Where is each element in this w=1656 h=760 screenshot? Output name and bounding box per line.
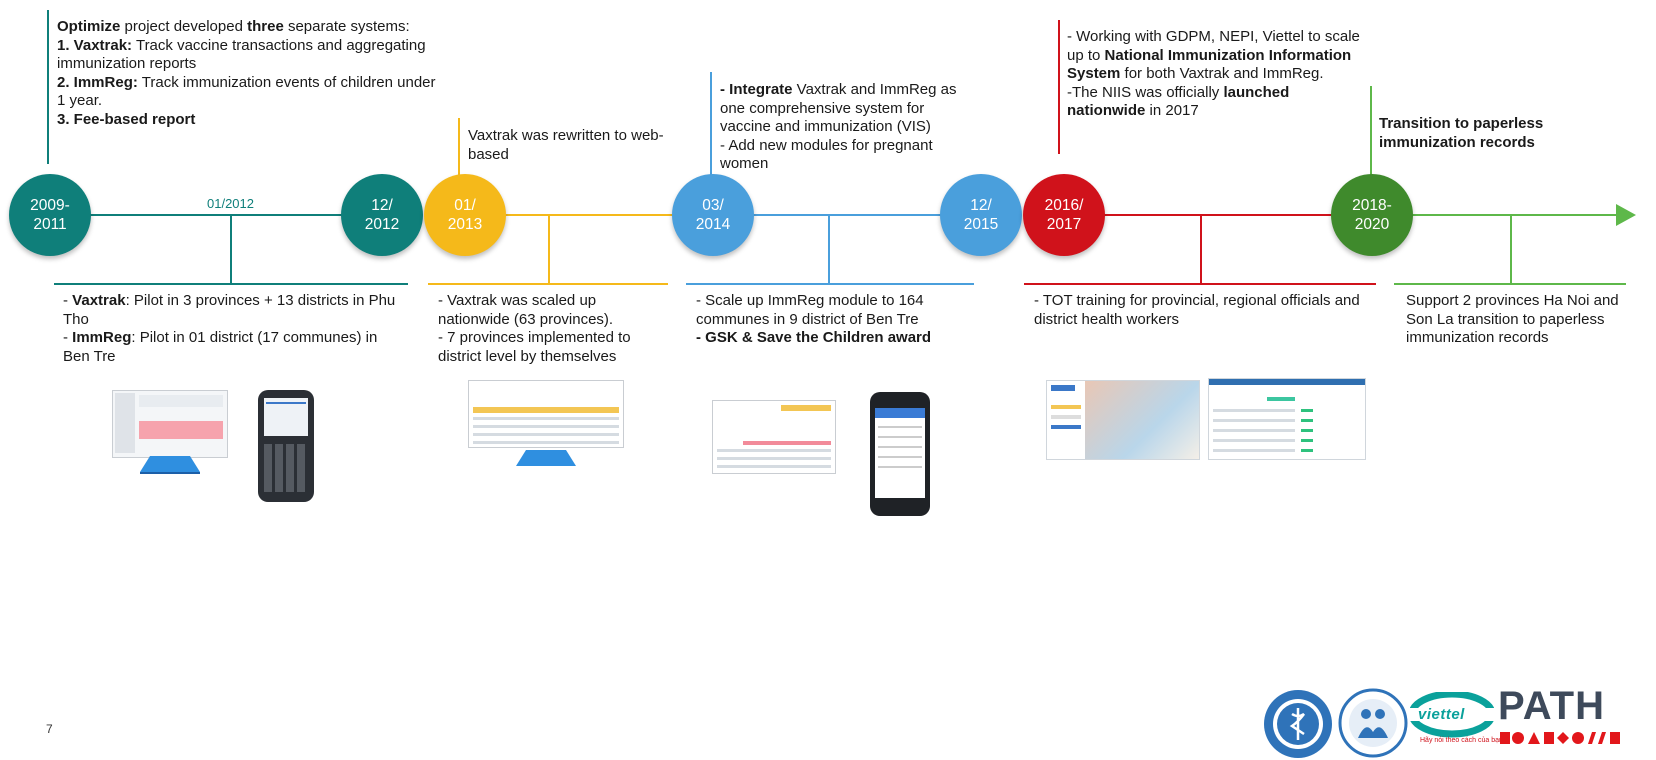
niis-records-screenshot [1208,378,1366,460]
timeline-segment-yellow [470,214,680,216]
path-logo: PATH [1498,684,1633,750]
milestone-12-2015: 12/2015 [940,174,1022,256]
connector-top-4 [1058,20,1060,154]
bracket-bottom-3 [686,283,974,285]
bottom-text-2009-2011: - Vaxtrak: Pilot in 3 provinces + 13 dis… [63,292,396,365]
milestone-line2: 2017 [1046,216,1082,233]
milestone-line1: 01/ [454,197,476,214]
bracket-bottom-2 [428,283,668,285]
milestone-line1: 2009- [30,197,70,214]
timeline-segment-red [1100,214,1340,216]
connector-top-1 [47,10,49,164]
connector-bottom-5 [1510,214,1512,284]
timeline-arrowhead [1616,204,1636,226]
connector-top-5 [1370,86,1372,186]
milestone-line2: 2013 [447,216,483,233]
viettel-tagline: Hãy nói theo cách của bạn [1420,737,1503,744]
milestone-2016-2017: 2016/2017 [1023,174,1105,256]
connector-bottom-3 [828,214,830,284]
milestone-01-2013: 01/2013 [424,174,506,256]
connector-bottom-1 [230,214,232,284]
milestone-line2: 2015 [963,216,999,233]
milestone-line2: 2011 [33,216,67,233]
feature-phone-image [258,390,314,502]
milestone-line1: 12/ [371,197,393,214]
milestone-line1: 12/ [970,197,992,214]
connector-top-3 [710,72,712,176]
top-text-03-2014: - Integrate Vaxtrak and ImmReg as one co… [720,81,957,172]
timeline-segment-blue [750,214,950,216]
milestone-line2: 2012 [364,216,400,233]
bottom-text-01-2013: - Vaxtrak was scaled up nationwide (63 p… [438,292,631,365]
top-text-01-2013: Vaxtrak was rewritten to web-based [468,127,664,163]
connector-top-2 [458,118,460,186]
bracket-bottom-1 [54,283,408,285]
niis-login-screenshot [1046,380,1200,460]
path-pattern-icon [1500,732,1620,744]
bottom-text-03-2014: - Scale up ImmReg module to 164 communes… [696,292,932,346]
viettel-logo: viettel Hãy nói theo cách của bạn [1410,692,1503,752]
top-text-2016-2017: - Working with GDPM, NEPI, Viettel to sc… [1067,28,1360,119]
timeline-segment-green [1412,214,1624,216]
bottom-text-2016-2017: - TOT training for provincial, regional … [1034,292,1360,328]
ministry-of-health-seal-logo [1264,690,1332,758]
milestone-line1: 03/ [702,197,724,214]
milestone-2018-2020: 2018- 2020 [1331,174,1413,256]
nepi-family-logo [1338,688,1408,758]
milestone-12-2012: 12/2012 [341,174,423,256]
web-screenshot-vaxtrak [468,380,628,472]
bottom-text-2018-2020: Support 2 provinces Ha Noi and Son La tr… [1406,292,1619,346]
timeline-segment-teal [90,214,350,216]
smartphone-image [870,392,930,516]
milestone-line2: 2014 [695,216,731,233]
web-screenshot-vis [712,400,836,484]
milestone-line2: 2020 [1354,216,1390,233]
connector-bottom-4 [1200,214,1202,284]
path-wordmark: PATH [1498,684,1605,728]
viettel-wordmark: viettel [1418,706,1465,723]
milestone-line1: 2018- [1352,197,1392,214]
page-number: 7 [46,722,53,736]
top-text-2009-2011: Optimize project developed three separat… [57,18,436,128]
top-text-2018-2020: Transition to paperless immunization rec… [1379,115,1544,151]
milestone-2009-2011: 2009- 2011 [9,174,91,256]
milestone-03-2014: 03/2014 [672,174,754,256]
bracket-bottom-5 [1394,283,1626,285]
bracket-bottom-4 [1024,283,1376,285]
small-date-label: 01/2012 [207,196,254,211]
connector-bottom-2 [548,214,550,284]
desktop-screenshot-vaxtrak [112,390,228,476]
milestone-line1: 2016/ [1044,197,1084,214]
